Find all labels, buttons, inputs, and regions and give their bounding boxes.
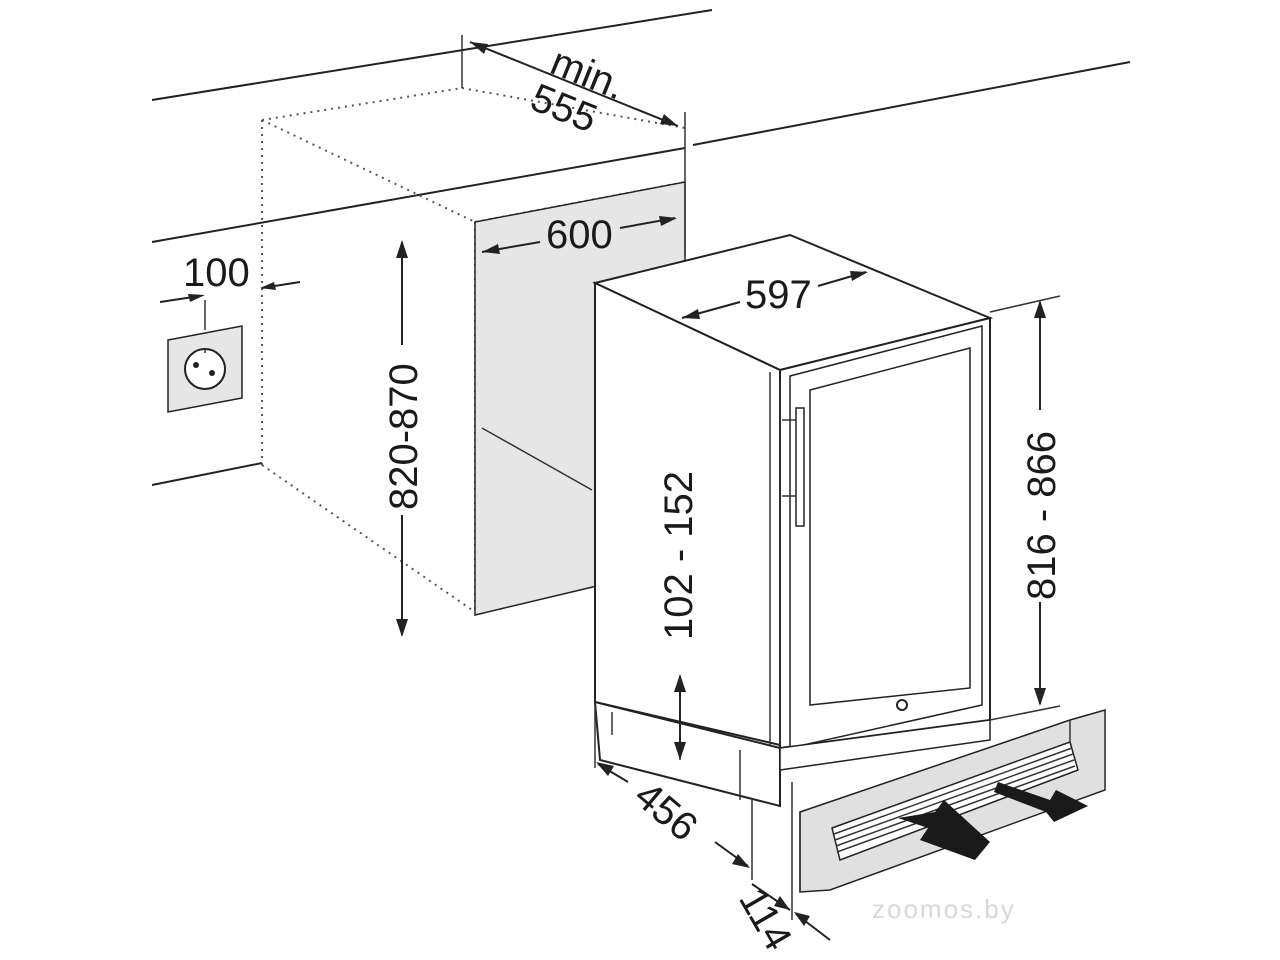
dim-appliance-height: 816 - 866 <box>989 295 1064 721</box>
wine-cooler <box>592 233 994 808</box>
dim-socket-offset: 100 <box>159 251 301 330</box>
dim-plinth-height: 102 - 152 <box>657 471 701 760</box>
dim-appliance-width: 597 <box>681 271 868 319</box>
appliance-width-label: 597 <box>745 273 812 317</box>
plinth-height-label: 102 - 152 <box>657 471 701 640</box>
dim-niche-width: 600 <box>481 213 677 257</box>
niche-height-label: 820-870 <box>382 363 426 510</box>
lock-icon <box>896 699 908 711</box>
worktop-lines <box>151 9 1131 486</box>
dim-niche-height: 820-870 <box>382 240 426 637</box>
airflow-in-arrow <box>898 800 990 860</box>
door-handle <box>795 407 805 527</box>
ventilation-grille <box>799 709 1106 893</box>
socket-offset-label: 100 <box>183 251 250 295</box>
watermark: zoomos.by <box>872 894 1016 924</box>
socket-icon <box>167 325 243 413</box>
appliance-height-label: 816 - 866 <box>1020 431 1064 600</box>
niche-width-label: 600 <box>546 213 613 257</box>
airflow-out-arrow <box>994 782 1088 822</box>
plinth-depth-label: 114 <box>730 881 800 958</box>
